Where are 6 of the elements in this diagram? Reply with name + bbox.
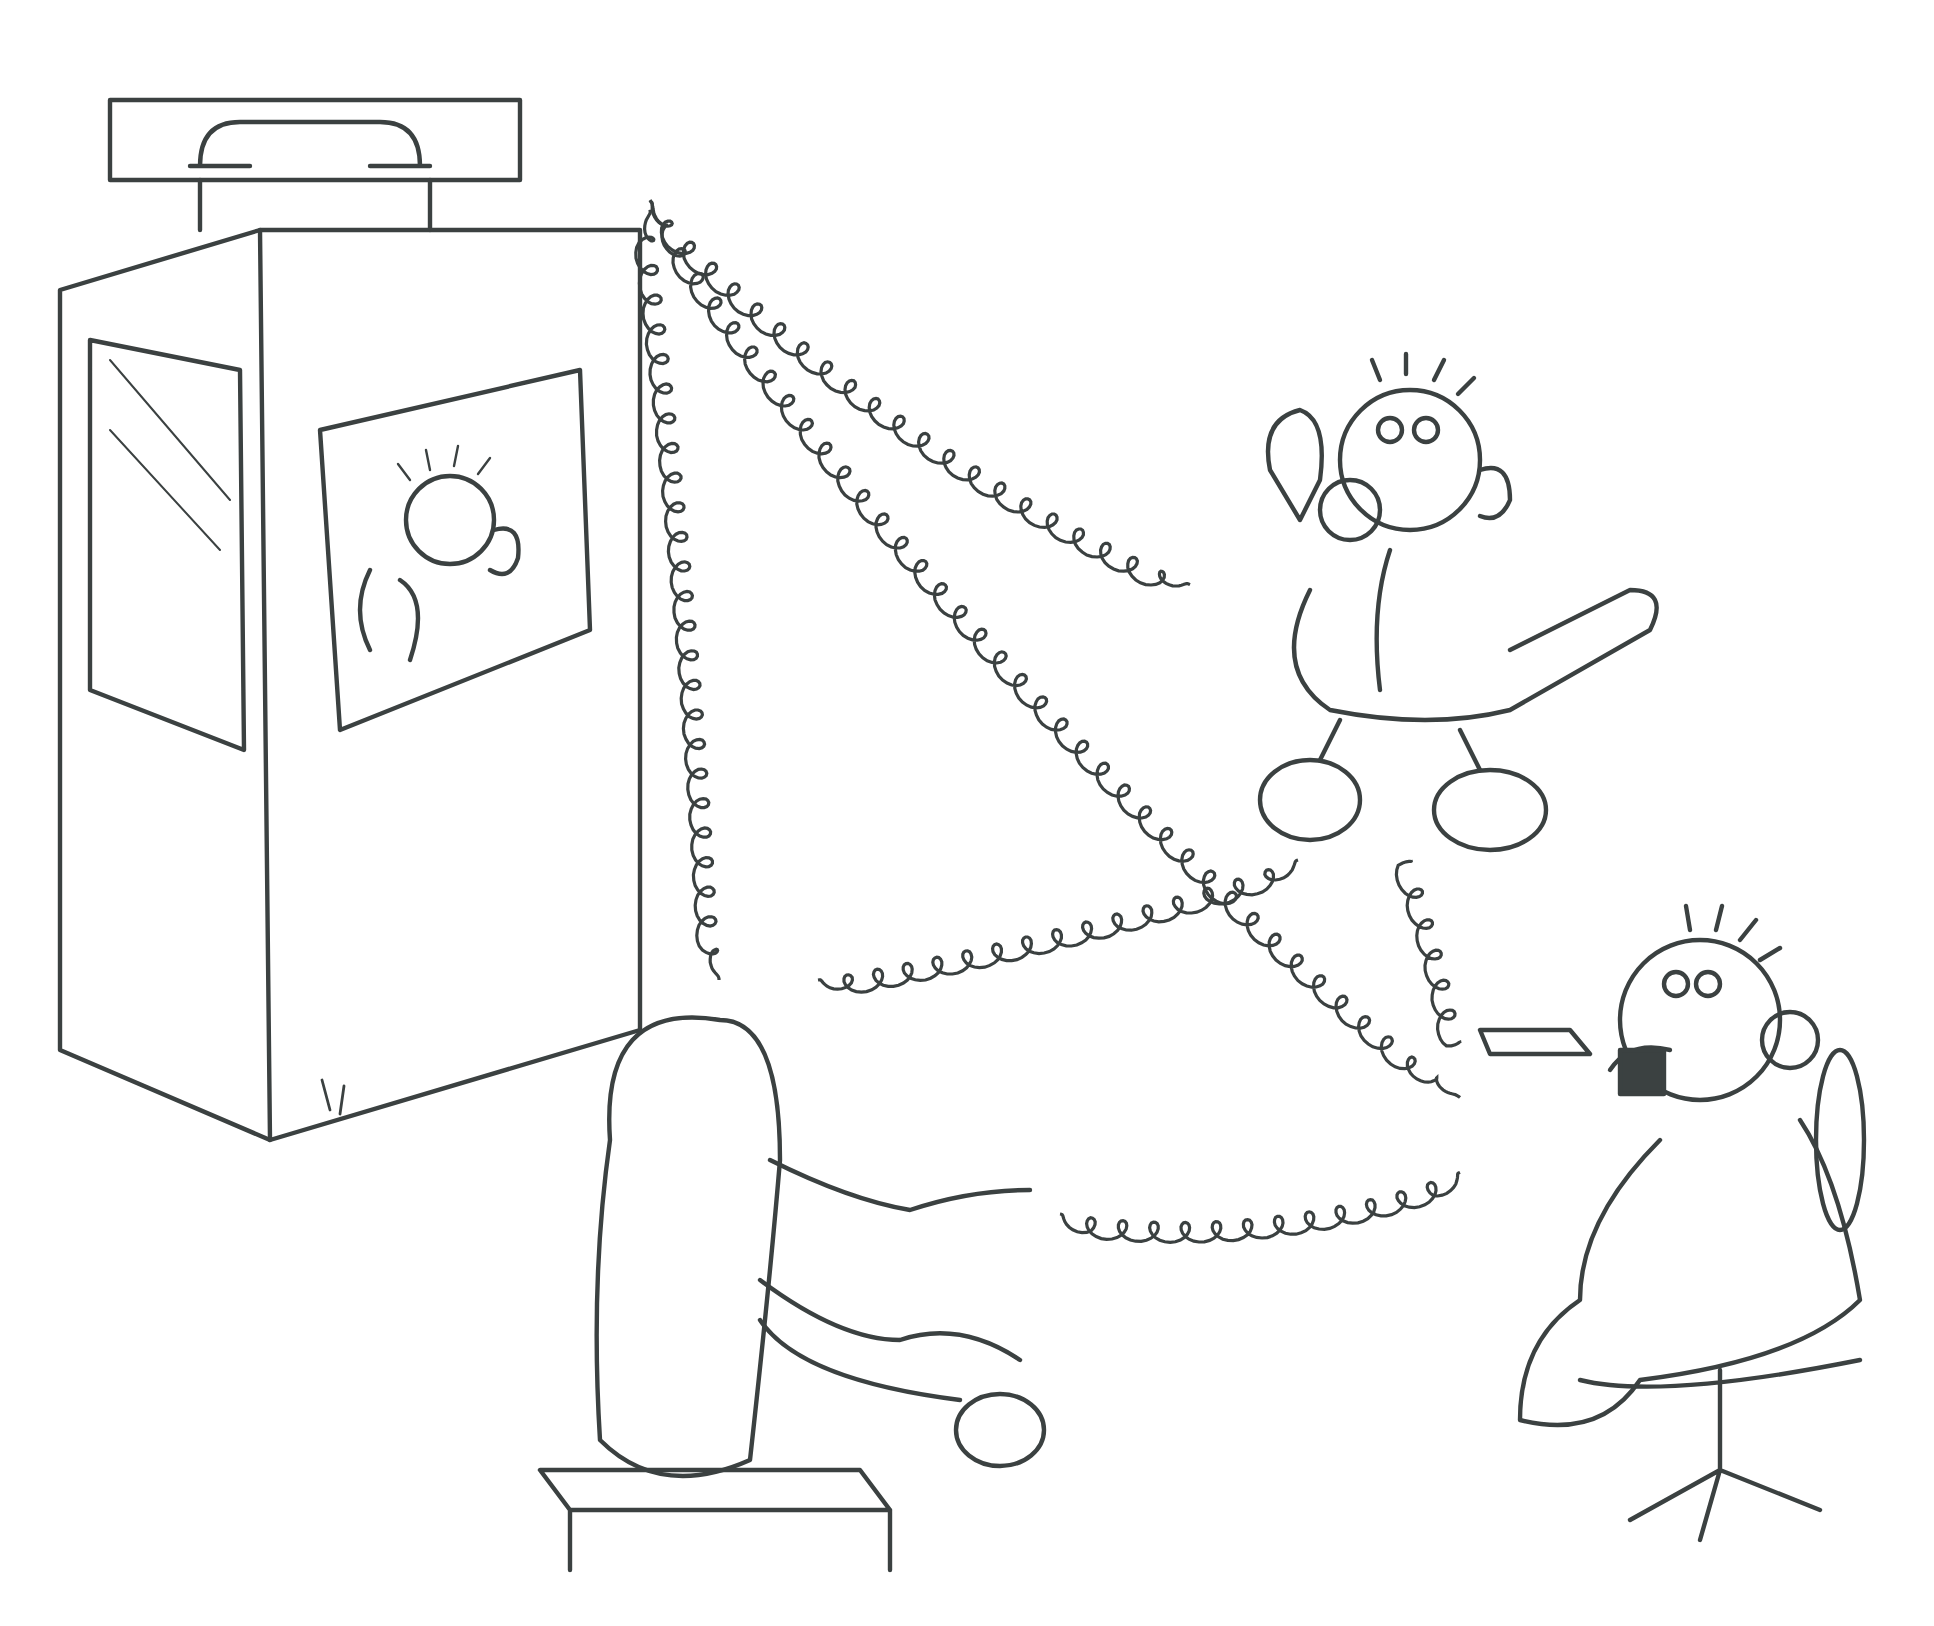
coiled-phone-cord: [634, 209, 721, 981]
coiled-phone-cord: [1394, 858, 1462, 1048]
coiled-phone-cord: [648, 199, 1461, 1099]
coiled-phone-cord: [648, 199, 1191, 588]
coiled-phone-cord: [1058, 1171, 1462, 1244]
coiled-phone-cord: [817, 858, 1300, 994]
